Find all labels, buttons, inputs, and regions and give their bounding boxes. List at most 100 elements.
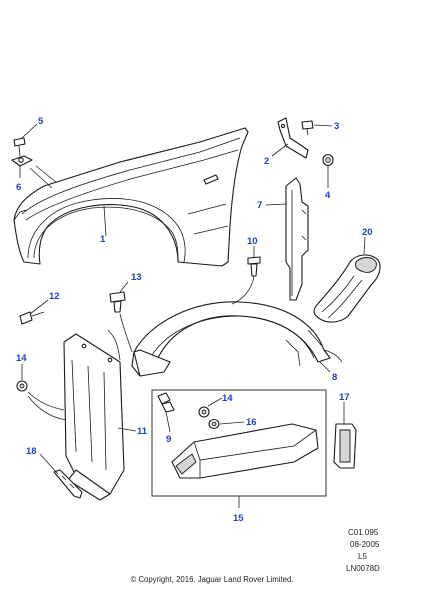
fender-clip-6 <box>11 155 33 167</box>
shield-body <box>63 333 125 495</box>
bracket-2 <box>277 117 309 159</box>
leader-20 <box>363 236 366 255</box>
air-duct-20 <box>313 254 381 323</box>
screw-10 <box>247 256 261 277</box>
kit-box-15 <box>151 389 327 497</box>
kit-clip-9-head <box>157 392 171 405</box>
callout-3: 3 <box>334 121 339 132</box>
bracket-hole <box>280 123 286 129</box>
liner-tail <box>323 349 343 363</box>
callout-2: 2 <box>264 156 269 167</box>
screw-12-head <box>19 311 33 325</box>
callout-17: 17 <box>339 392 350 403</box>
kit-clip-9-body <box>161 401 175 413</box>
leader-2 <box>271 143 289 157</box>
callout-1: 1 <box>100 234 106 245</box>
fender-front-tip <box>13 209 27 221</box>
clip-18-teeth <box>61 475 75 489</box>
kit-bracket-end <box>175 453 197 475</box>
callout-13: 13 <box>131 272 142 283</box>
callout-9: 9 <box>166 434 171 445</box>
fender-outline <box>13 127 249 267</box>
bracket-7 <box>285 177 309 301</box>
shield-foot <box>67 469 111 501</box>
nut-14-hole <box>19 383 25 389</box>
leader-1 <box>103 205 107 237</box>
fender-fixing-screw-5 <box>13 137 26 157</box>
fender-upper-lip <box>25 149 239 221</box>
callout-10: 10 <box>247 236 258 247</box>
callout-18: 18 <box>26 446 37 457</box>
clip-hole <box>18 157 24 163</box>
callout-5: 5 <box>38 116 44 127</box>
leader-13 <box>119 281 129 293</box>
leader-9 <box>165 411 171 433</box>
duct-opening <box>355 257 377 273</box>
clip-18 <box>53 469 83 499</box>
fastener-13 <box>109 291 126 313</box>
kit-nut-14-hole <box>201 409 207 415</box>
callout-14-kit: 14 <box>222 393 233 404</box>
bolt-head <box>301 120 314 130</box>
leader-3 <box>313 124 333 127</box>
leader-7 <box>265 203 287 206</box>
leader-16 <box>219 421 245 425</box>
issue-date: 08-2005 <box>350 540 380 549</box>
bolt-shank <box>306 128 309 136</box>
fastener-13-shank <box>113 300 122 313</box>
leader-14-kit <box>207 397 223 407</box>
grommet-recess <box>339 429 351 463</box>
leader-8 <box>319 361 331 373</box>
leader-10-to-liner <box>231 275 255 305</box>
bracket-body <box>277 117 309 159</box>
callout-8: 8 <box>332 372 337 383</box>
liner-front-flap <box>133 349 171 377</box>
wheel-arch-liner-8 <box>131 301 343 377</box>
leader-lines <box>19 123 366 508</box>
nut-4 <box>322 153 334 167</box>
kit-bracket-edges <box>193 429 317 478</box>
callout-numbers: 5 6 1 2 3 4 7 10 20 13 12 8 14 11 18 9 1… <box>16 116 373 524</box>
callout-7: 7 <box>257 200 262 211</box>
side-indicator-recess <box>203 174 219 185</box>
splash-shield-11 <box>63 333 125 501</box>
leader-11 <box>117 427 137 432</box>
screw-10-shank <box>250 263 258 277</box>
callout-20: 20 <box>362 227 373 238</box>
nut-hole <box>325 157 331 163</box>
bracket-7-body <box>285 177 309 301</box>
bolt-3 <box>301 120 314 136</box>
screw-12 <box>19 311 45 325</box>
leader-18 <box>39 453 59 475</box>
screw-shank <box>18 145 21 157</box>
level-code: L5 <box>358 552 367 561</box>
liner-outer <box>131 301 331 377</box>
front-fender <box>13 127 249 267</box>
leader-14-to-shield <box>27 391 67 421</box>
shield-ribs <box>71 359 107 471</box>
liner-rear-detail <box>285 329 323 367</box>
callout-11: 11 <box>137 426 148 437</box>
kit-bracket-body <box>171 423 319 479</box>
grommet-17 <box>333 423 357 469</box>
leader-clip-to-fender <box>29 165 57 189</box>
fender-top-crease <box>21 137 241 215</box>
callout-16: 16 <box>246 417 257 428</box>
duct-ribs <box>321 275 363 319</box>
leader-12 <box>29 299 49 315</box>
callout-6: 6 <box>16 182 21 193</box>
callout-15: 15 <box>233 513 244 524</box>
liner-inner-edge <box>147 315 315 363</box>
callout-4: 4 <box>325 190 331 201</box>
leader-shield-to-liner <box>107 329 121 361</box>
illustration-code: LN0078D <box>346 564 380 573</box>
leader-5 <box>21 123 38 139</box>
copyright-notice: © Copyright, 2016. Jaguar Land Rover Lim… <box>130 575 294 584</box>
fender-flange-lines <box>187 203 229 235</box>
wheel-arch-inner <box>33 206 179 261</box>
shield-hole-1 <box>81 343 87 349</box>
shield-hole-2 <box>107 357 113 363</box>
callout-14-left: 14 <box>16 353 27 364</box>
